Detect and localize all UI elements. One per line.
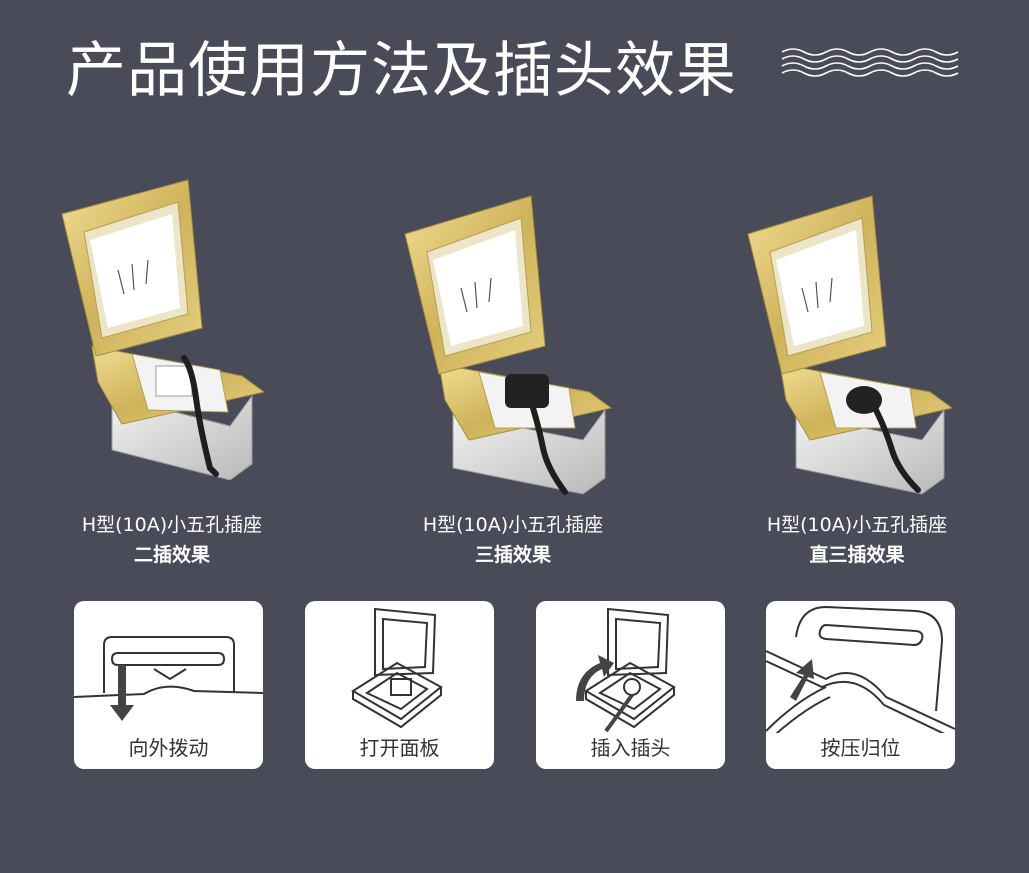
product-model: H型(10A)小五孔插座 bbox=[422, 514, 604, 536]
product-effect: 直三插效果 bbox=[809, 544, 905, 566]
product-caption-straight-three-pin: H型(10A)小五孔插座 直三插效果 bbox=[697, 510, 1017, 570]
step-label: 向外拨动 bbox=[74, 733, 263, 763]
product-caption-three-pin: H型(10A)小五孔插座 三插效果 bbox=[353, 510, 673, 570]
floor-socket-three-pin-image bbox=[404, 195, 613, 495]
step-card-open-panel: 打开面板 bbox=[305, 601, 494, 769]
product-model: H型(10A)小五孔插座 bbox=[766, 514, 948, 536]
step-label: 按压归位 bbox=[766, 733, 955, 763]
floor-socket-straight-three-pin-image bbox=[747, 195, 954, 495]
step-label: 打开面板 bbox=[305, 733, 494, 763]
wave-decoration-icon bbox=[781, 48, 959, 77]
open-panel-icon bbox=[351, 607, 443, 729]
insert-plug-icon bbox=[576, 607, 676, 733]
step-card-slide-out: 向外拨动 bbox=[74, 601, 263, 769]
press-back-icon bbox=[766, 605, 955, 744]
product-effect: 三插效果 bbox=[474, 544, 551, 566]
product-effect: 二插效果 bbox=[133, 544, 210, 566]
floor-socket-two-pin-image bbox=[61, 179, 266, 481]
product-caption-two-pin: H型(10A)小五孔插座 二插效果 bbox=[12, 510, 332, 570]
product-model: H型(10A)小五孔插座 bbox=[81, 514, 263, 536]
step-label: 插入插头 bbox=[536, 733, 725, 763]
slide-out-arrow-icon bbox=[74, 636, 263, 721]
step-card-press-back: 按压归位 bbox=[766, 601, 955, 769]
step-card-insert-plug: 插入插头 bbox=[536, 601, 725, 769]
page-title: 产品使用方法及插头效果 bbox=[66, 36, 737, 106]
